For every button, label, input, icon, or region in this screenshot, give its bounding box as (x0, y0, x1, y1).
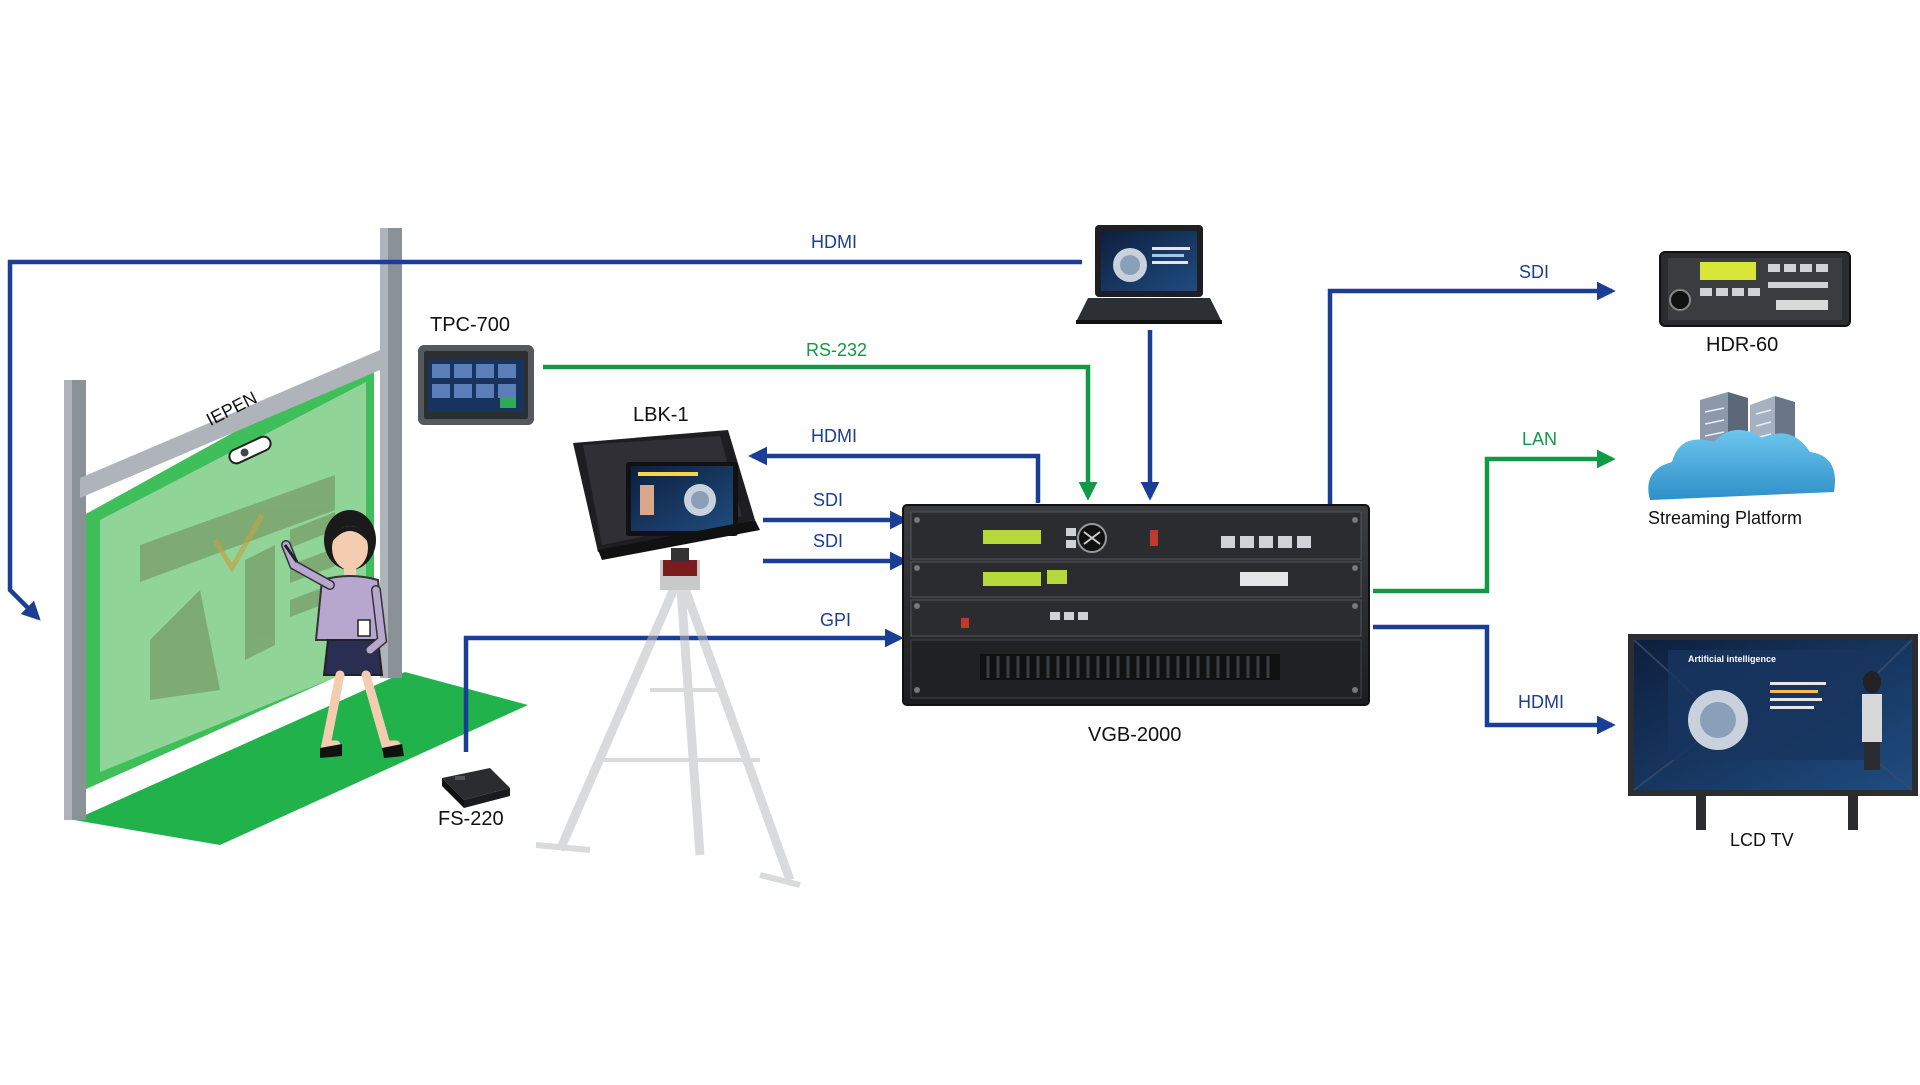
frame-top-rail (80, 350, 380, 498)
green-screen-set (64, 228, 528, 845)
laptop-icon (1076, 225, 1222, 324)
line-rs232 (543, 364, 1098, 501)
lcd-screen-headline: Artificial intelligence (1688, 654, 1777, 664)
teleprompter-icon (573, 430, 760, 576)
label-hdmi-lcd: HDMI (1518, 692, 1564, 712)
tv-icon (1628, 634, 1918, 830)
label-lan: LAN (1522, 429, 1558, 449)
line-hdmi-lbk (748, 446, 1041, 503)
label-fs-220: FS-220 (438, 808, 504, 830)
touch-panel-icon (418, 345, 534, 425)
label-lbk-1: LBK-1 (633, 404, 689, 426)
server-cloud-icon (1648, 392, 1835, 500)
recorder-icon (1659, 251, 1851, 327)
line-lan (1373, 449, 1616, 594)
label-hdmi-top: HDMI (811, 232, 857, 252)
connection-lines (7, 259, 1616, 752)
label-hdr-60: HDR-60 (1706, 334, 1779, 356)
label-sdi-1: SDI (813, 490, 844, 510)
green-floor (74, 672, 528, 845)
presenter-icon (281, 510, 404, 758)
iepen-device (228, 435, 272, 465)
line-sdi-hdr (1327, 281, 1616, 505)
rack-switcher-icon (902, 504, 1370, 706)
label-sdi-2: SDI (813, 531, 844, 551)
label-streaming-platform: Streaming Platform (1648, 508, 1803, 528)
foot-switch-icon (442, 768, 510, 808)
label-lcd-tv: LCD TV (1730, 830, 1794, 850)
label-tpc-700: TPC-700 (430, 314, 511, 336)
line-hdmi-lcd (1373, 624, 1616, 735)
line-hdmi-top (7, 259, 1082, 621)
tripod-icon (535, 560, 801, 888)
label-gpi: GPI (820, 610, 852, 630)
label-hdmi-lbk: HDMI (811, 426, 857, 446)
line-gpi (463, 628, 904, 752)
label-sdi-hdr: SDI (1519, 262, 1550, 282)
label-rs232: RS-232 (806, 340, 868, 360)
whiteboard-panel (100, 382, 366, 772)
label-vgb-2000: VGB-2000 (1088, 724, 1182, 746)
